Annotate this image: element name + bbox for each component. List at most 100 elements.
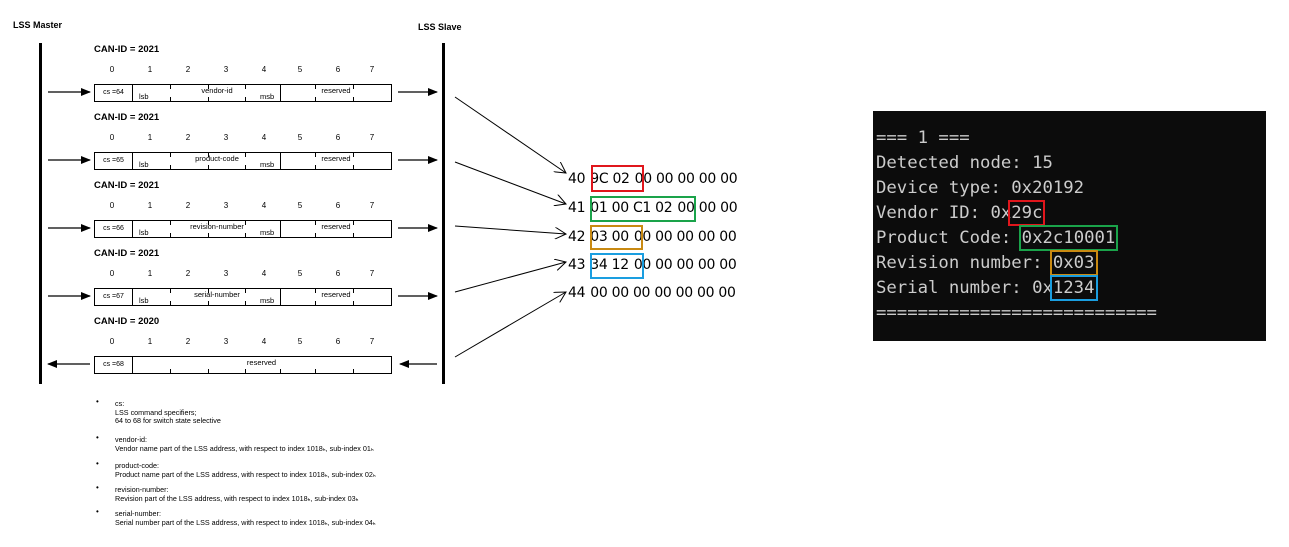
term-serial-value: 1234 [1049, 275, 1098, 301]
byte-tick [315, 289, 316, 293]
byte-number: 2 [185, 269, 191, 278]
byte-tick [245, 369, 246, 373]
byte-tick [315, 165, 316, 169]
legend-bullet: • [96, 397, 99, 406]
byte-tick [208, 221, 209, 225]
byte-tick [170, 153, 171, 157]
byte-tick [245, 85, 246, 89]
lsb-label: lsb [139, 92, 149, 101]
byte-tick [208, 289, 209, 293]
term-line-product: Product Code: 0x2c10001 [876, 225, 1119, 251]
byte-tick [245, 301, 246, 305]
byte-number: 3 [223, 65, 229, 74]
can-id-label: CAN-ID = 2021 [94, 180, 160, 191]
byte-number: 2 [185, 65, 191, 74]
can-id-label: CAN-ID = 2021 [94, 248, 160, 259]
slave-bar [442, 43, 445, 384]
can-id-label: CAN-ID = 2021 [94, 44, 160, 55]
byte-tick [170, 165, 171, 169]
byte-tick [208, 153, 209, 157]
reserved-label: reserved [246, 358, 277, 367]
byte-number: 0 [109, 269, 115, 278]
can-id-label: CAN-ID = 2021 [94, 112, 160, 123]
field-name: revision-number [190, 222, 244, 231]
byte-tick [353, 153, 354, 157]
highlight-vendor-hex [591, 165, 644, 192]
lsb-label: lsb [139, 296, 149, 305]
byte-number: 3 [223, 133, 229, 142]
byte-number: 7 [369, 201, 375, 210]
highlight-product-hex [590, 196, 696, 222]
legend-bullet: • [96, 433, 99, 442]
field-divider [280, 289, 281, 305]
byte-number: 7 [369, 65, 375, 74]
field-divider [280, 153, 281, 169]
byte-number: 6 [335, 133, 341, 142]
highlight-serial-hex [590, 253, 644, 279]
legend-vendor-id: vendor-id:Vendor name part of the LSS ad… [115, 435, 374, 453]
cs-field: cs =67 [95, 289, 133, 305]
term-line-node: Detected node: 15 [876, 153, 1053, 173]
byte-number: 1 [147, 65, 153, 74]
field-name: serial-number [194, 290, 240, 299]
byte-tick [353, 289, 354, 293]
byte-number: 5 [297, 133, 303, 142]
byte-number: 6 [335, 65, 341, 74]
byte-number: 4 [261, 269, 267, 278]
arrow-to-row-44 [454, 292, 566, 358]
byte-number: 1 [147, 269, 153, 278]
byte-tick [315, 97, 316, 101]
can-id-label: CAN-ID = 2020 [94, 316, 160, 327]
byte-tick [208, 85, 209, 89]
lsb-label: lsb [139, 228, 149, 237]
byte-tick [245, 221, 246, 225]
byte-number: 1 [147, 133, 153, 142]
byte-number: 4 [261, 65, 267, 74]
arrow-to-row-41 [454, 161, 566, 204]
byte-number: 5 [297, 65, 303, 74]
cs-field: cs =68 [95, 357, 133, 373]
reserved-label: reserved [321, 290, 351, 299]
byte-tick [170, 369, 171, 373]
byte-tick [208, 165, 209, 169]
field-name: vendor-id [201, 86, 233, 95]
byte-number: 0 [109, 133, 115, 142]
arrow-to-row-42 [454, 225, 566, 234]
legend-serial-number: serial-number:Serial number part of the … [115, 509, 376, 527]
byte-tick [208, 369, 209, 373]
byte-number: 3 [223, 201, 229, 210]
byte-number: 7 [369, 133, 375, 142]
byte-number: 7 [369, 269, 375, 278]
term-line-device-type: Device type: 0x20192 [876, 178, 1085, 198]
byte-tick [170, 97, 171, 101]
byte-number: 1 [147, 337, 153, 346]
byte-number: 7 [369, 337, 375, 346]
field-divider [280, 221, 281, 237]
term-vendor-value: 29c [1008, 200, 1046, 226]
byte-tick [280, 369, 281, 373]
byte-tick [245, 233, 246, 237]
byte-number: 5 [297, 201, 303, 210]
byte-tick [208, 301, 209, 305]
byte-number: 3 [223, 337, 229, 346]
legend-cs: cs:LSS command specifiers;64 to 68 for s… [115, 399, 221, 425]
term-line-vendor: Vendor ID: 0x29c [876, 200, 1046, 226]
legend-bullet: • [96, 507, 99, 516]
cs-field: cs =64 [95, 85, 133, 101]
byte-number: 2 [185, 337, 191, 346]
reserved-label: reserved [321, 86, 351, 95]
byte-number: 6 [335, 269, 341, 278]
byte-tick [353, 221, 354, 225]
byte-number: 2 [185, 201, 191, 210]
legend-bullet: • [96, 459, 99, 468]
lss-frame: cs =68 reserved [94, 356, 392, 374]
byte-number: 0 [109, 65, 115, 74]
term-line-serial: Serial number: 0x1234 [876, 275, 1098, 301]
lsb-label: lsb [139, 160, 149, 169]
byte-tick [315, 301, 316, 305]
byte-tick [170, 233, 171, 237]
